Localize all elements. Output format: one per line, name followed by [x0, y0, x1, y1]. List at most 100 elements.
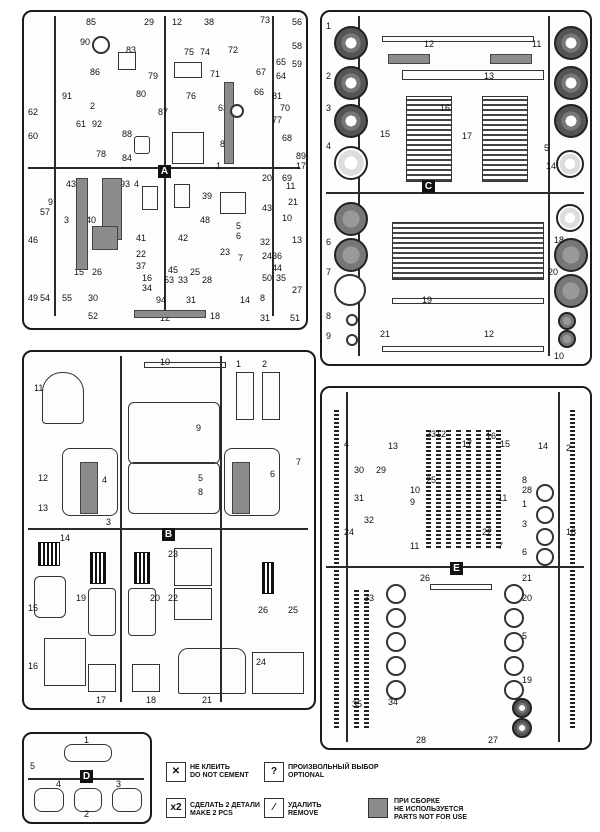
part-number: 54 — [40, 293, 51, 303]
sprue-letter-e: E — [450, 562, 463, 575]
part-number: 41 — [136, 233, 147, 243]
part-number: 29 — [376, 465, 387, 475]
part-number: 14 — [546, 161, 557, 171]
sprue-e-vertical-rail — [558, 392, 560, 742]
unused-part — [232, 462, 250, 514]
part-number: 91 — [62, 91, 73, 101]
part-number: 12 — [436, 429, 447, 439]
part-number: 25 — [288, 605, 299, 615]
sprocket-wheel — [512, 718, 532, 738]
round-part — [334, 274, 366, 306]
part-number: 24 — [262, 251, 273, 261]
sprocket-wheel — [512, 698, 532, 718]
part-number: 48 — [200, 215, 211, 225]
part-number: 23 — [168, 549, 179, 559]
part-outline — [128, 402, 220, 464]
part-outline — [174, 588, 212, 620]
track-link-strip — [496, 428, 501, 548]
unused-wheel — [558, 312, 576, 330]
part-outline — [64, 744, 112, 762]
part-number: 61 — [76, 119, 87, 129]
part-number: 13 — [388, 441, 399, 451]
part-outline — [34, 576, 66, 618]
part-number: 22 — [136, 249, 147, 259]
part-number: 4 — [134, 179, 140, 189]
part-number: 3 — [106, 517, 112, 527]
part-number: 11 — [286, 181, 296, 191]
part-number: 85 — [86, 17, 97, 27]
part-number: 9 — [326, 331, 332, 341]
sprue-letter-c: C — [422, 180, 435, 193]
part-number: 76 — [186, 91, 197, 101]
part-outline — [112, 788, 142, 812]
part-outline — [118, 52, 136, 70]
part-number: 8 — [260, 293, 266, 303]
part-number: 28 — [202, 275, 213, 285]
part-number: 18 — [210, 311, 221, 321]
unused-parts-swatch — [368, 798, 388, 818]
part-outline — [144, 362, 226, 368]
part-number: 67 — [256, 67, 267, 77]
part-number: 70 — [280, 103, 291, 113]
part-number: 18 — [146, 695, 157, 705]
grille-part — [262, 562, 274, 594]
part-outline — [174, 548, 212, 586]
part-number: 5 — [522, 631, 528, 641]
part-number: 86 — [90, 67, 101, 77]
part-number: 26 — [420, 573, 431, 583]
part-number: 35 — [276, 273, 287, 283]
part-number: 60 — [28, 131, 39, 141]
part-number: 72 — [228, 45, 239, 55]
part-number: 17 — [462, 439, 473, 449]
part-number: 1 — [216, 161, 222, 171]
part-number: 22 — [482, 527, 493, 537]
part-number: 4 — [102, 475, 108, 485]
part-number: 21 — [288, 197, 299, 207]
part-number: 46 — [28, 235, 39, 245]
part-number: 4 — [56, 779, 62, 789]
part-number: 58 — [292, 41, 303, 51]
part-number: 83 — [126, 45, 137, 55]
part-number: 10 — [410, 485, 421, 495]
part-number: 73 — [260, 15, 271, 25]
part-number: 64 — [276, 71, 287, 81]
part-number: 37 — [136, 261, 147, 271]
part-number: 18 — [566, 527, 577, 537]
cargo-bed-part — [482, 96, 528, 182]
part-number: 11 — [532, 39, 542, 49]
part-number: 27 — [488, 735, 499, 745]
part-number: 8 — [326, 311, 332, 321]
part-outline — [220, 192, 246, 214]
part-outline — [132, 664, 160, 692]
part-outline — [42, 372, 84, 424]
part-number: 66 — [254, 87, 265, 97]
part-number: 56 — [292, 17, 303, 27]
part-number: 25 — [426, 475, 437, 485]
part-number: 31 — [354, 493, 365, 503]
wheel-part — [554, 104, 588, 138]
part-outline — [74, 788, 102, 812]
part-number: 11 — [34, 383, 44, 393]
part-number: 1 — [236, 359, 242, 369]
sprue-a-vertical-rail — [272, 16, 274, 316]
sprue-c-vertical-rail — [358, 16, 360, 356]
part-number: 2 — [262, 359, 268, 369]
part-number: 12 — [160, 313, 171, 323]
part-number: 16 — [440, 103, 451, 113]
part-outline — [382, 346, 544, 352]
part-number: 16 — [28, 661, 39, 671]
part-number: 42 — [178, 233, 189, 243]
part-outline — [128, 588, 156, 636]
unused-part — [76, 178, 88, 270]
legend-optional-ru: ПРОИЗВОЛЬНЫЙ ВЫБОР — [288, 764, 379, 771]
part-number: 7 — [326, 267, 332, 277]
road-wheel — [504, 632, 524, 652]
round-part — [346, 314, 358, 326]
road-wheel — [504, 608, 524, 628]
part-number: 63 — [218, 103, 229, 113]
part-number: 24 — [256, 657, 267, 667]
part-number: 92 — [92, 119, 103, 129]
unused-part — [224, 82, 234, 164]
track-link-strip — [486, 428, 491, 548]
part-number: 49 — [28, 293, 39, 303]
